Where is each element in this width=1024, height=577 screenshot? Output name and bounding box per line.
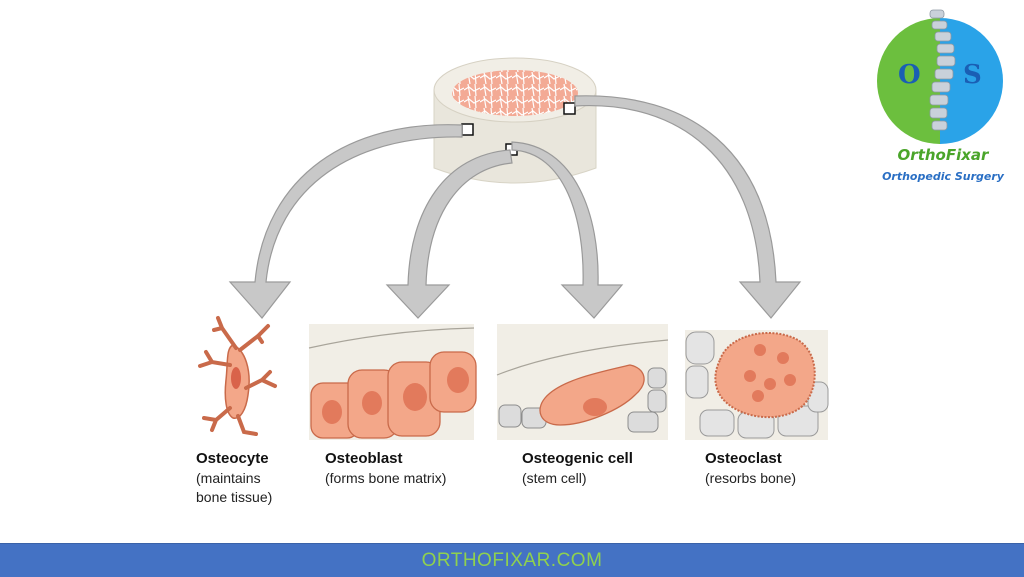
- spine-icon: [929, 9, 956, 131]
- osteogenic-illustration: [496, 324, 669, 440]
- arrow-osteogenic: [511, 141, 624, 319]
- osteocyte-title: Osteocyte: [196, 450, 269, 467]
- bone-cylinder: [433, 57, 597, 184]
- osteogenic-desc-line1: (stem cell): [522, 470, 587, 486]
- osteocyte-desc-line2: bone tissue): [196, 489, 273, 505]
- osteogenic-title: Osteogenic cell: [522, 450, 633, 467]
- osteoblast-illustration: [308, 324, 477, 440]
- footer-link[interactable]: ORTHOFIXAR.COM: [421, 550, 603, 571]
- spongy-bone: [452, 70, 578, 116]
- logo-subtitle: Orthopedic Surgery: [882, 170, 1004, 183]
- arrow-osteoblast: [385, 149, 513, 319]
- arrow-osteoclast: [574, 95, 802, 319]
- osteocyte-desc-line1: (maintains: [196, 470, 261, 486]
- osteoblast-desc-line1: (forms bone matrix): [325, 470, 447, 486]
- logo-letter-s: S: [963, 60, 982, 90]
- arrows: [228, 95, 802, 319]
- osteoclast-illustration: [685, 330, 829, 440]
- orthofixar-logo: O S: [877, 9, 1003, 144]
- osteoclast-title: Osteoclast: [705, 450, 782, 467]
- osteoblast-title: Osteoblast: [325, 450, 403, 467]
- footer-bar: ORTHOFIXAR.COM: [0, 543, 1024, 577]
- logo-letter-o: O: [898, 60, 921, 90]
- marker-box: [563, 102, 576, 115]
- osteocyte-illustration: [198, 316, 277, 436]
- arrow-osteocyte: [228, 124, 463, 319]
- marker-box: [461, 123, 474, 136]
- logo-name: OrthoFixar: [897, 146, 989, 164]
- osteoclast-desc-line1: (resorbs bone): [705, 470, 797, 486]
